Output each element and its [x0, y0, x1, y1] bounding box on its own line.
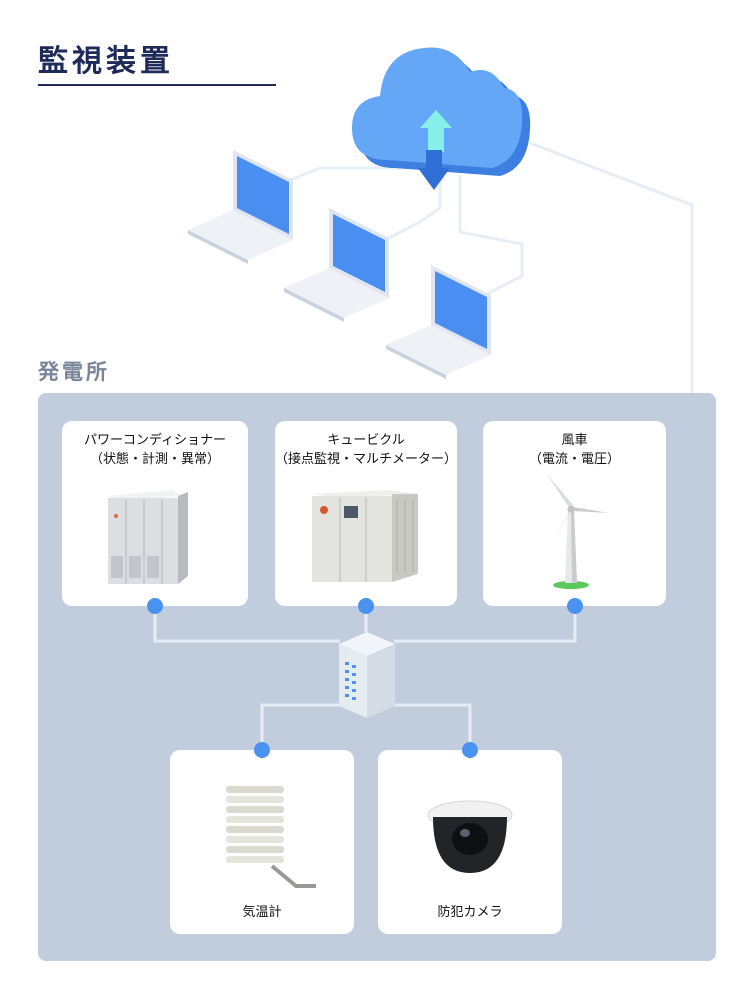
- page-title: 監視装置: [38, 44, 174, 79]
- cubicle-image: [312, 490, 418, 582]
- wind-node: [567, 598, 583, 614]
- cubicle-label: キュービクル （接点監視・マルチメーター）: [275, 433, 458, 467]
- laptop-icon-3: [386, 265, 491, 379]
- device-card-thermometer: 気温計: [170, 750, 354, 934]
- security-camera-image: [427, 800, 513, 873]
- pcs-node: [147, 598, 163, 614]
- wind-label: 風車 （電流・電圧）: [528, 433, 620, 467]
- title-underline: [38, 84, 276, 86]
- camera-node: [462, 742, 478, 758]
- laptop-link-2: [384, 180, 442, 242]
- laptop-icon-2: [284, 208, 389, 322]
- up-down-arrow-icon: [418, 110, 452, 190]
- cloud-hub-connection-line: [529, 141, 694, 420]
- device-card-pcs: パワーコンディショナー （状態・計測・異常）: [62, 421, 248, 606]
- laptop-icon-1: [188, 150, 293, 264]
- power-conditioner-image: [108, 490, 188, 584]
- thermometer-label: 気温計: [242, 905, 282, 920]
- pcs-label: パワーコンディショナー （状態・計測・異常）: [83, 433, 227, 467]
- pcs-hub-line: [153, 606, 340, 643]
- device-card-camera: 防犯カメラ: [378, 750, 562, 934]
- device-card-wind: 風車 （電流・電圧）: [483, 421, 666, 606]
- wind-hub-line: [394, 606, 577, 643]
- plant-section-label: 発電所: [38, 360, 110, 384]
- weather-shelter-image: [226, 786, 316, 888]
- camera-label: 防犯カメラ: [437, 905, 503, 920]
- monitoring-network-illustration: [188, 47, 694, 420]
- gateway-hub-icon: [339, 632, 395, 718]
- device-card-cubicle: キュービクル （接点監視・マルチメーター）: [275, 421, 457, 606]
- cloud-icon: [352, 47, 531, 176]
- wind-turbine-image: [546, 473, 609, 589]
- thermometer-node: [254, 742, 270, 758]
- laptop-link-3: [458, 175, 524, 297]
- cubicle-node: [358, 598, 374, 614]
